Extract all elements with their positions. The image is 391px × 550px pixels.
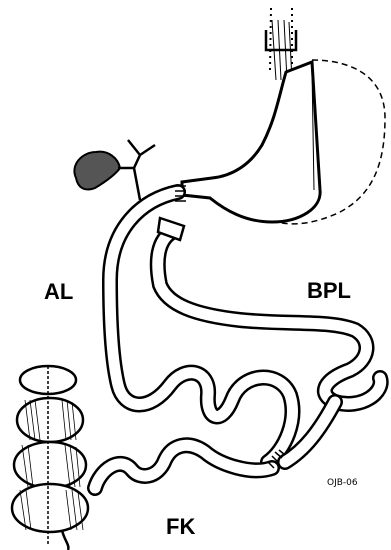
colon-tail — [62, 530, 68, 550]
gallbladder — [74, 152, 120, 190]
biliopancreatic-limb-label: BPL — [307, 280, 351, 302]
gastric-pouch — [182, 62, 320, 222]
artist-signature: OJB-06 — [327, 478, 358, 488]
afferent-limb-label: AL — [44, 281, 73, 303]
bile-ducts — [118, 140, 155, 200]
common-channel-label: FK — [166, 516, 195, 538]
